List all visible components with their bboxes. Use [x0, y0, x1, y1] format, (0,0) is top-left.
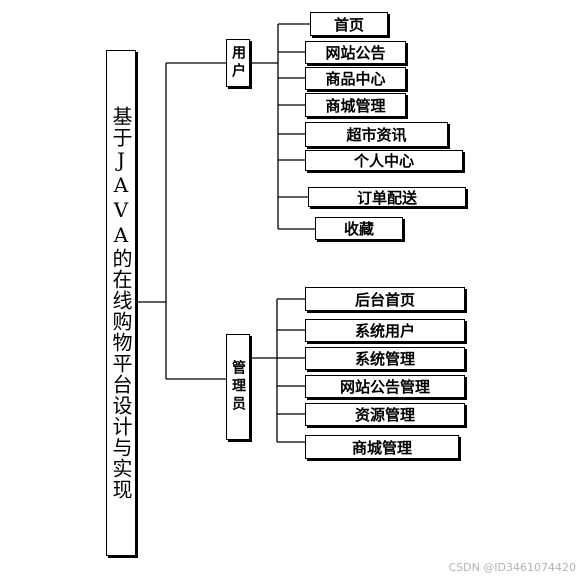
admin-label: 管理员 [230, 360, 246, 414]
admin-node: 管理员 [226, 334, 250, 440]
admin-item-0: 后台首页 [305, 287, 465, 311]
user-item-1: 网站公告 [305, 41, 406, 64]
user-item-3: 商城管理 [305, 93, 406, 117]
admin-item-5: 商城管理 [305, 435, 459, 459]
user-item-4: 超市资讯 [305, 122, 448, 147]
admin-item-2: 系统管理 [305, 347, 465, 370]
admin-item-3: 网站公告管理 [305, 375, 465, 398]
user-node: 用户 [226, 39, 250, 87]
watermark-text: CSDN @ID3461074420 [448, 561, 576, 574]
user-item-5: 个人中心 [305, 150, 463, 171]
user-item-6: 订单配送 [308, 187, 466, 207]
user-item-0: 首页 [310, 12, 388, 36]
user-item-7: 收藏 [315, 217, 403, 240]
admin-item-4: 资源管理 [305, 403, 465, 426]
user-label: 用户 [230, 45, 246, 81]
root-node: 基于JAVA的在线购物平台设计与实现 [106, 50, 136, 556]
user-item-2: 商品中心 [305, 67, 406, 90]
root-label: 基于JAVA的在线购物平台设计与实现 [109, 106, 133, 500]
admin-item-1: 系统用户 [305, 319, 465, 342]
